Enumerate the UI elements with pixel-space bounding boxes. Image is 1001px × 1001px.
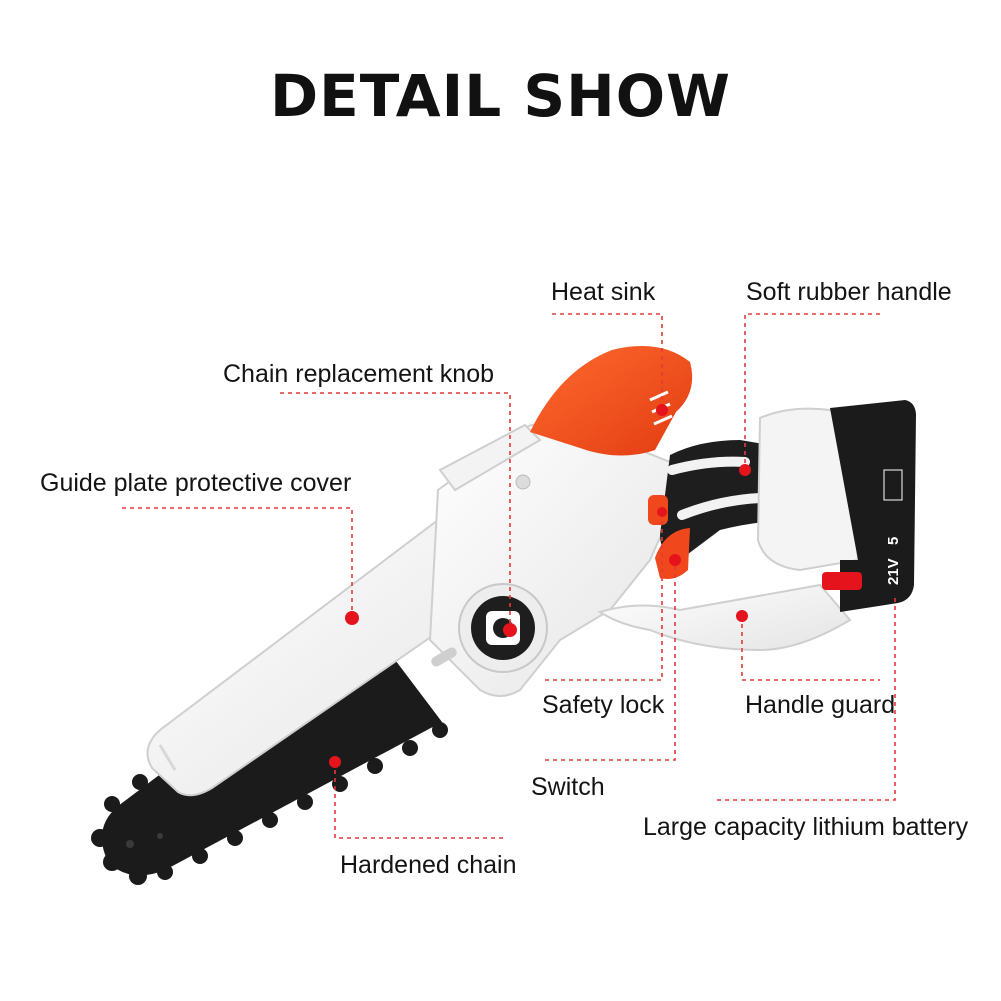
label-hardened-chain: Hardened chain [340, 851, 517, 879]
page-title: DETAIL SHOW [269, 62, 732, 130]
label-safety-lock: Safety lock [542, 691, 665, 719]
label-soft-rubber-handle: Soft rubber handle [746, 278, 952, 306]
battery-pack: 21V 5 [822, 400, 916, 612]
marker-heat-sink [656, 404, 668, 416]
leader-lines [122, 313, 896, 839]
marker-switch [669, 554, 681, 566]
markers [329, 404, 751, 768]
marker-knob [503, 623, 517, 637]
battery-voltage: 21V [885, 558, 902, 585]
label-handle-guard: Handle guard [745, 691, 896, 719]
chain-knob [458, 583, 548, 673]
marker-rubber-handle [739, 464, 751, 476]
guide-plate-cover [146, 518, 522, 797]
label-heat-sink: Heat sink [551, 278, 656, 306]
switch-trigger [655, 528, 690, 579]
marker-cover [345, 611, 359, 625]
marker-safety-lock [657, 507, 667, 517]
marker-chain [329, 756, 341, 768]
label-lithium-battery: Large capacity lithium battery [643, 813, 969, 841]
marker-handle-guard [736, 610, 748, 622]
label-chain-replacement-knob: Chain replacement knob [223, 360, 494, 388]
heat-sink [530, 346, 693, 456]
battery-capacity: 5 [885, 537, 902, 545]
label-switch: Switch [531, 773, 605, 801]
handle-guard [597, 583, 852, 652]
label-guide-plate-cover: Guide plate protective cover [40, 469, 352, 497]
